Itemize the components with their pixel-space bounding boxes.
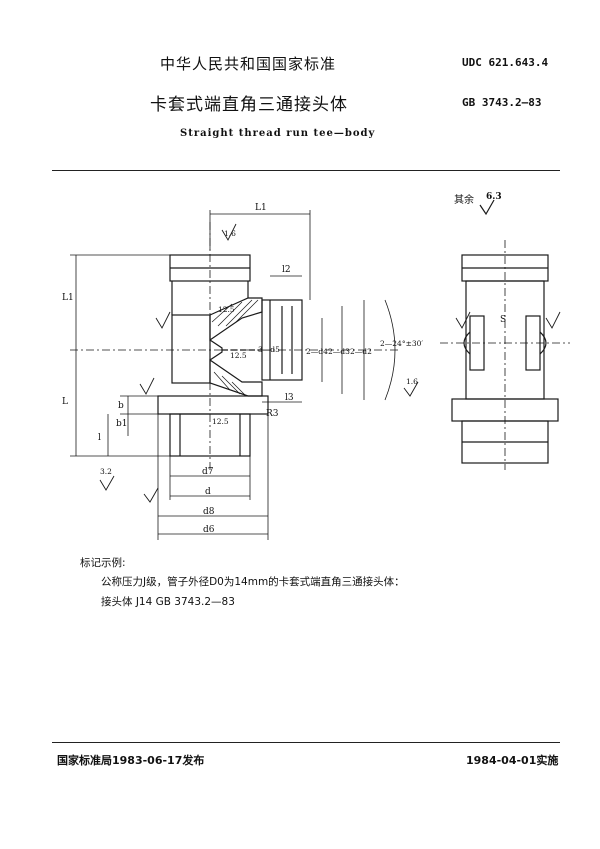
dim-S: S xyxy=(500,315,506,325)
dim-d8: d8 xyxy=(203,507,215,517)
dim-b: b xyxy=(118,401,124,411)
dim-d4: 2—d4 xyxy=(306,347,328,356)
dim-L1-top: L1 xyxy=(255,203,267,213)
marking-example-line-2: 接头体 J14 GB 3743.2—83 xyxy=(101,596,235,608)
dim-l: l xyxy=(98,433,101,443)
dim-l2: l2 xyxy=(282,265,291,275)
issued-date: 国家标准局1983-06-17发布 xyxy=(57,754,205,767)
dim-L: L xyxy=(62,397,68,407)
dim-l3: l3 xyxy=(285,393,294,403)
effective-date: 1984-04-01实施 xyxy=(466,754,559,767)
english-title: Straight thread run tee—body xyxy=(180,128,376,139)
dim-d: d xyxy=(205,487,211,497)
standard-number: GB 3743.2—83 xyxy=(462,96,542,109)
national-standard-heading: 中华人民共和国国家标准 xyxy=(160,55,337,73)
dim-d2: 2—d2 xyxy=(350,347,372,356)
roughness-12-5-lower: 12.5 xyxy=(212,417,229,426)
dim-L1-side: L1 xyxy=(62,293,74,303)
dim-angle: 2—24°±30′ xyxy=(380,339,423,348)
roughness-12-5-upper: 12.5 xyxy=(218,305,235,314)
dim-R3: R3 xyxy=(266,409,279,419)
roughness-1-6-top: 1.6 xyxy=(224,229,236,238)
marking-example-label: 标记示例: xyxy=(80,557,126,569)
roughness-1-6-right: 1.6 xyxy=(406,377,418,386)
marking-example-line-1: 公称压力J级，管子外径D0为14mm的卡套式端直角三通接头体： xyxy=(101,576,405,588)
document-title: 卡套式端直角三通接头体 xyxy=(150,95,348,115)
udc-code: UDC 621.643.4 xyxy=(462,56,549,69)
footer-rule xyxy=(52,742,560,743)
roughness-symbol xyxy=(479,199,495,216)
dim-d6: d6 xyxy=(203,525,215,535)
dim-d5: 3—d5 xyxy=(258,345,280,354)
roughness-3-2: 3.2 xyxy=(100,467,112,476)
dim-b1: b1 xyxy=(116,419,128,429)
roughness-12-5-center: 12.5 xyxy=(230,351,247,360)
dim-d7: d7 xyxy=(202,467,214,477)
roughness-value: 6.3 xyxy=(486,192,502,202)
roughness-label: 其余 xyxy=(454,195,474,206)
header-rule xyxy=(52,170,560,171)
technical-drawing: L1 l2 l3 L1 L b b1 l d7 d d8 d6 3—d5 2—d… xyxy=(62,199,570,540)
dim-d3: 2—d3 xyxy=(328,347,350,356)
